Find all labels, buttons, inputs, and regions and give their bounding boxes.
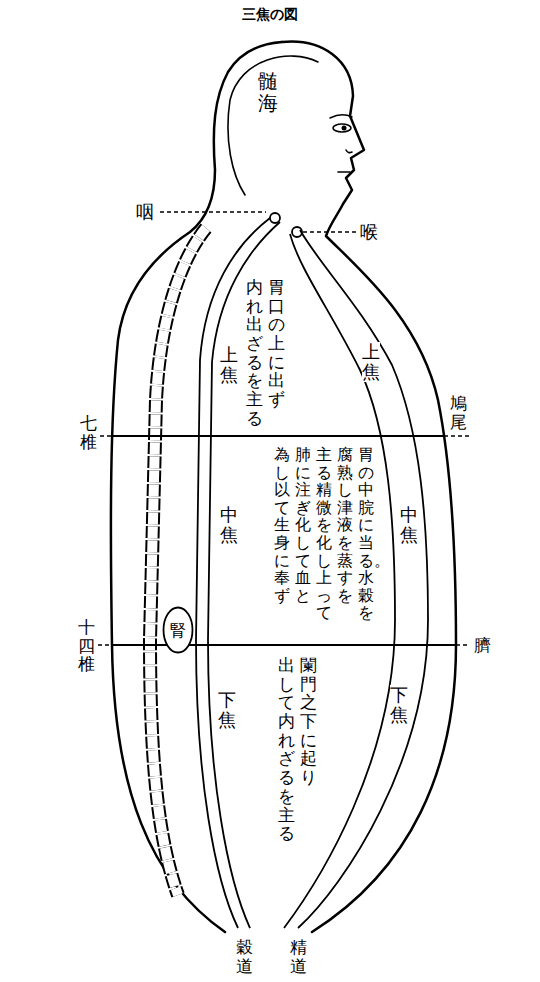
diagram-title: 三焦の図 — [0, 6, 540, 23]
landmark-label: 臍 — [474, 636, 491, 655]
larynx-label: 喉 — [360, 222, 378, 242]
lower-boundary — [112, 644, 456, 646]
lower-boundary-dotted — [456, 644, 470, 645]
front-tube-inner — [284, 234, 395, 928]
annotation-text: 胃の中脘に当る。水穀を — [358, 446, 374, 622]
pharynx-label: 咽 — [136, 202, 154, 222]
annotation-text: 為し以て生身に奉ず — [274, 446, 290, 604]
annotation-text: 出して内れざるを主る — [278, 656, 295, 843]
annotation-text: 腐熟し津液を蒸すを — [337, 446, 353, 604]
upper-boundary-dotted — [444, 435, 470, 436]
lower-boundary-dotted — [98, 644, 112, 645]
upper-boundary — [113, 435, 444, 437]
vertebra-label: 七椎 — [80, 414, 97, 451]
annotation-text: 内れ出ざるを主る — [246, 278, 263, 428]
landmark-label: 鳩尾 — [450, 394, 467, 431]
mouth — [338, 171, 350, 173]
larynx-leader — [303, 231, 356, 232]
kidney-shape: 腎 — [162, 606, 194, 654]
annotation-text: 主る精微を化し上って — [316, 446, 332, 622]
burner-label: 中焦 — [400, 505, 418, 545]
eyebrow — [330, 115, 352, 118]
passage-label: 精道 — [290, 938, 307, 975]
pharynx-leader — [160, 211, 266, 212]
body-outline-front — [282, 42, 456, 932]
burner-label: 上焦 — [362, 342, 380, 382]
eye — [333, 124, 351, 132]
tube-top-loop — [292, 227, 302, 237]
tube-top-loop — [270, 213, 280, 223]
annotation-text: 肺に注ぎ化して血と — [295, 446, 311, 604]
upper-boundary-dotted — [100, 435, 113, 436]
burner-label: 中焦 — [220, 505, 238, 545]
rear-tube-inner — [196, 218, 270, 928]
vertebra-label: 十四椎 — [78, 618, 95, 674]
burner-label: 下焦 — [218, 690, 236, 730]
pupil — [342, 126, 347, 131]
brain-outline — [228, 56, 318, 195]
burner-label: 下焦 — [390, 685, 408, 725]
burner-label: 上焦 — [220, 345, 238, 385]
kidney-outline-shape — [164, 608, 193, 653]
nostril — [346, 150, 352, 153]
front-tube-outer — [298, 230, 428, 928]
annotation-text: 闌門之下に起り — [300, 656, 317, 787]
passage-label: 穀道 — [236, 938, 253, 975]
kidney-label: 腎 — [170, 622, 186, 640]
annotation-text: 胃口の上に出ず — [268, 278, 285, 409]
body-outline-back — [111, 42, 282, 932]
brain-label: 髄海 — [258, 70, 278, 114]
